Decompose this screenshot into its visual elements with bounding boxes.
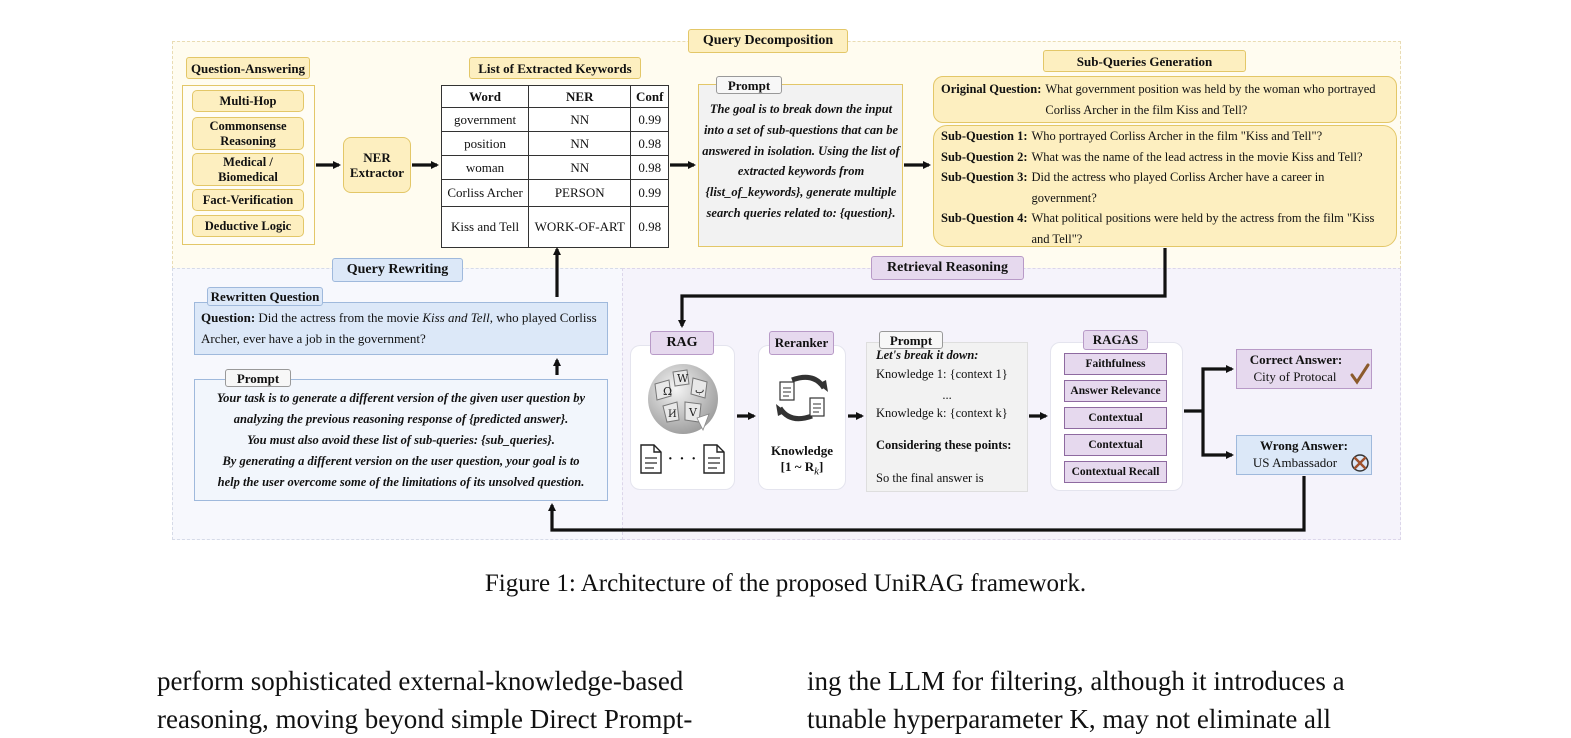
keywords-title: List of Extracted Keywords <box>469 57 641 79</box>
qa-item-commonsense: Commonsense Reasoning <box>192 117 304 150</box>
ragas-item-contextual-relevance: Contextual Relevance <box>1064 407 1167 445</box>
rewrite-prompt-label: Prompt <box>225 369 291 387</box>
ragas-item-answer-relevance: Answer Relevance <box>1064 380 1167 402</box>
retrieval-reasoning-label: Retrieval Reasoning <box>871 256 1024 280</box>
correct-answer-title: Correct Answer: <box>1249 352 1343 367</box>
list-item: Sub-Question 3:Did the actress who playe… <box>941 170 1325 205</box>
document-icon <box>703 444 725 474</box>
reranker-label: Reranker <box>769 331 834 355</box>
svg-text:V: V <box>688 406 698 419</box>
rewrite-prompt-text: Your task is to generate a different ver… <box>216 391 586 489</box>
rag-label: RAG <box>650 331 714 355</box>
reasoning-line-4: Knowledge k: {context k} <box>876 406 1008 420</box>
ragas-label: RAGAS <box>1083 330 1148 350</box>
original-question-text: What government position was held by the… <box>1045 82 1376 117</box>
wrong-answer-title: Wrong Answer: <box>1260 438 1348 453</box>
document-icon <box>640 444 662 474</box>
sub-questions-box: Sub-Question 1:Who portrayed Corliss Arc… <box>933 125 1397 247</box>
rewritten-question-label: Rewritten Question <box>207 287 323 306</box>
correct-answer-value: City of Protocal <box>1253 369 1337 384</box>
qa-item-medical: Medical / Biomedical <box>192 153 304 186</box>
rerank-cycle-icon <box>776 374 828 422</box>
rewritten-question-text: Question: Did the actress from the movie… <box>201 310 597 346</box>
reranker-knowledge: Knowledge <box>770 443 834 458</box>
reasoning-line-3: ... <box>942 388 952 402</box>
reasoning-line-2: Knowledge 1: {context 1} <box>876 367 1008 381</box>
body-column-right: ing the LLM for filtering, although it i… <box>807 666 1345 734</box>
svg-text:ب: ب <box>695 385 704 396</box>
figure-caption: Figure 1: Architecture of the proposed U… <box>484 570 1087 597</box>
decomposition-prompt-box <box>698 84 903 247</box>
rewritten-question-box <box>194 302 608 355</box>
reasoning-line-5: Considering these points: <box>876 438 1012 452</box>
reasoning-prompt-label: Prompt <box>879 331 943 349</box>
question-answering-title: Question-Answering <box>186 57 310 79</box>
reasoning-prompt-box <box>866 342 1028 492</box>
original-question-label: Original Question: <box>941 82 1042 96</box>
ragas-item-faithfulness: Faithfulness <box>1064 353 1167 375</box>
qa-item-fact-verification: Fact-Verification <box>192 189 304 211</box>
svg-text:Ω: Ω <box>663 385 672 398</box>
wikipedia-globe-icon: Ω W ب И V <box>648 364 718 434</box>
rag-dots: · · · <box>667 448 697 470</box>
query-rewriting-label: Query Rewriting <box>332 258 463 282</box>
reasoning-line-6: So the final answer is <box>876 471 984 485</box>
subqueries-title: Sub-Queries Generation <box>1043 50 1246 72</box>
ner-extractor-box: NER Extractor <box>343 137 411 193</box>
query-decomposition-label: Query Decomposition <box>688 29 848 53</box>
checkmark-icon <box>1350 363 1370 385</box>
list-item: Sub-Question 2:What was the name of the … <box>941 149 1363 164</box>
original-question-box: Original Question:What government positi… <box>933 76 1397 123</box>
wrong-answer-value: US Ambassador <box>1252 455 1338 470</box>
list-item: Sub-Question 1:Who portrayed Corliss Arc… <box>941 129 1323 143</box>
wrong-answer-box <box>1236 435 1372 475</box>
rewrite-prompt-box <box>194 379 608 501</box>
body-column-left: perform sophisticated external-knowledge… <box>157 666 693 734</box>
decomposition-prompt-label: Prompt <box>716 76 782 94</box>
reasoning-line-1: Let's break it down: <box>876 348 979 362</box>
svg-text:W: W <box>677 372 689 385</box>
decomposition-prompt-text: The goal is to break down the input into… <box>702 102 900 220</box>
qa-item-multi-hop: Multi-Hop <box>192 90 304 112</box>
correct-answer-box <box>1236 349 1372 389</box>
svg-text:И: И <box>668 409 677 420</box>
qa-item-deductive-logic: Deductive Logic <box>192 215 304 237</box>
cross-circle-icon <box>1351 454 1369 472</box>
ragas-item-contextual-recall: Contextual Recall <box>1064 461 1167 483</box>
table-header: Word <box>440 85 530 108</box>
reranker-range: [1 ~ Rk] <box>780 459 824 478</box>
list-item: Sub-Question 4:What political positions … <box>941 211 1375 246</box>
